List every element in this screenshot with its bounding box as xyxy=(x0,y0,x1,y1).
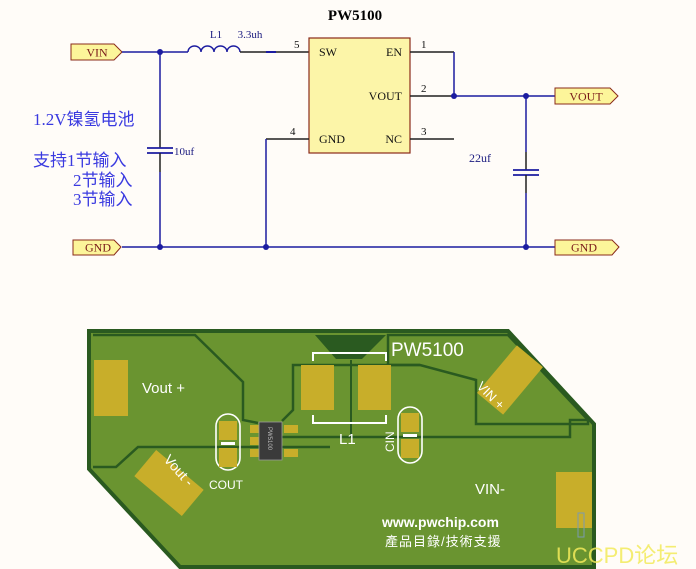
ic-pw5100[interactable]: SW EN VOUT GND NC 5 1 2 4 3 xyxy=(290,37,427,154)
cin-divider xyxy=(403,434,417,437)
chip-marking: PW5100 xyxy=(266,427,272,451)
gnd-junction-1 xyxy=(157,244,163,250)
vout-minus-pad[interactable] xyxy=(134,450,204,516)
vout-port-label: VOUT xyxy=(569,90,603,104)
sw-trace xyxy=(281,363,420,422)
pin-name-en: EN xyxy=(386,45,402,59)
cin-value: 10uf xyxy=(174,146,195,158)
cout-capacitor[interactable]: 22uf xyxy=(469,96,539,247)
label-cout: COUT xyxy=(209,478,244,492)
label-website: www.pwchip.com xyxy=(381,514,499,530)
l1-pad-2[interactable] xyxy=(358,365,391,410)
pin-name-gnd: GND xyxy=(319,132,345,146)
cin-capacitor[interactable]: 10uf xyxy=(147,52,195,247)
note-line3: 3节输入 xyxy=(73,190,133,209)
l1-silk-top xyxy=(312,352,387,361)
l1-pad-1[interactable] xyxy=(301,365,334,410)
pin-num-1: 1 xyxy=(421,39,427,51)
gnd-left-label: GND xyxy=(85,241,111,255)
l1-silk-bottom xyxy=(312,415,387,424)
cout-pad-1[interactable] xyxy=(219,421,237,440)
cin-pad-2[interactable] xyxy=(401,439,419,458)
label-vout-plus: Vout + xyxy=(142,380,185,397)
schematic: PW5100 VIN L1 3.3uh SW EN VOUT GND NC 5 xyxy=(33,8,620,256)
pin-num-5: 5 xyxy=(294,39,300,51)
gnd-right-label: GND xyxy=(571,241,597,255)
vout-plus-pad[interactable] xyxy=(94,360,128,416)
cout-divider xyxy=(221,442,235,445)
vin-minus-pad[interactable] xyxy=(556,472,592,528)
inductor-ref: L1 xyxy=(210,29,222,41)
inductor-l1[interactable]: L1 3.3uh xyxy=(187,29,309,53)
chip-pw5100[interactable]: PW5100 xyxy=(250,421,298,461)
pin-name-sw: SW xyxy=(319,45,338,59)
selection-marker xyxy=(577,512,585,538)
schematic-title: PW5100 xyxy=(328,8,382,24)
cout-value: 22uf xyxy=(469,151,491,165)
note-line2: 2节输入 xyxy=(73,171,133,190)
note-line1: 支持1节输入 xyxy=(33,151,127,170)
vin-port-label: VIN xyxy=(86,46,108,60)
cin-silk xyxy=(397,406,423,464)
vin-region xyxy=(280,418,590,439)
pin-name-vout: VOUT xyxy=(369,89,403,103)
vout-port[interactable]: VOUT xyxy=(554,87,619,105)
note-battery: 1.2V镍氢电池 xyxy=(33,110,135,129)
pin-num-4: 4 xyxy=(290,126,296,138)
label-l1: L1 xyxy=(339,431,356,448)
label-cin: CIN xyxy=(383,431,397,452)
gnd-junction-2 xyxy=(263,244,269,250)
vin-plus-pad[interactable] xyxy=(477,345,543,415)
gnd-port-right[interactable]: GND xyxy=(554,239,620,256)
label-vin-minus: VIN- xyxy=(475,481,505,498)
vout-minus-region xyxy=(93,445,330,469)
pin-name-nc: NC xyxy=(385,132,402,146)
vout-junction-1 xyxy=(451,93,457,99)
cout-silk xyxy=(215,413,241,471)
vin-port[interactable]: VIN xyxy=(70,43,123,61)
gnd-junction-3 xyxy=(523,244,529,250)
pin-num-2: 2 xyxy=(421,83,427,95)
watermark: UCCPD论坛 xyxy=(556,543,678,568)
cin-pad-1[interactable] xyxy=(401,413,419,432)
inductor-value: 3.3uh xyxy=(238,29,263,41)
gnd-port-left[interactable]: GND xyxy=(72,239,122,256)
pcb: PW5100 Vout + Vout - VIN + VIN- COUT CIN… xyxy=(87,329,596,569)
cout-pad-2[interactable] xyxy=(219,448,237,467)
pcb-board xyxy=(87,329,596,569)
label-support: 產品目錄/技術支援 xyxy=(385,534,502,549)
pcb-title: PW5100 xyxy=(391,340,464,361)
pin-num-3: 3 xyxy=(421,126,427,138)
vout-plus-region xyxy=(93,333,259,425)
